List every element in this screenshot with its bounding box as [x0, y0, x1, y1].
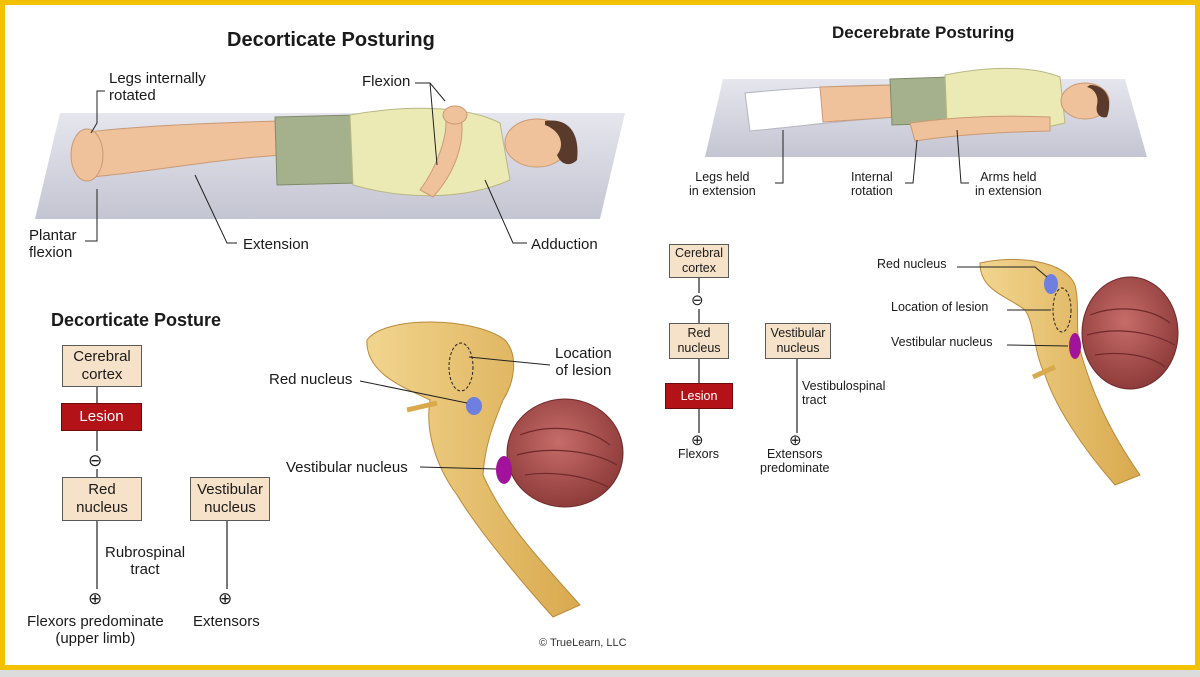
decerebrate-posturing-title: Decerebrate Posturing	[832, 23, 1015, 42]
decorticate-vestibular-nucleus-box: Vestibular nucleus	[190, 477, 270, 521]
decorticate-extensor-excite-symbol: ⊕	[218, 589, 233, 608]
decerebrate-red-nucleus-text: Red nucleus	[677, 326, 721, 355]
decerebrate-location-of-lesion-label: Location of lesion	[891, 300, 989, 314]
vestibulospinal-tract-label: Vestibulospinal tract	[802, 379, 886, 408]
extensors-predominate-label: Extensors predominate	[760, 447, 830, 476]
decorticate-flexor-excite-symbol: ⊕	[88, 589, 103, 608]
decorticate-inhibit-symbol: ⊖	[88, 451, 103, 470]
decorticate-red-nucleus-text: Red nucleus	[76, 481, 128, 516]
decorticate-cerebellum	[506, 398, 624, 508]
extension-label: Extension	[243, 236, 309, 253]
flexion-label: Flexion	[362, 73, 411, 90]
decerebrate-hair	[1087, 85, 1110, 118]
decerebrate-lesion-outline	[1052, 287, 1072, 333]
decerebrate-cerebral-cortex-box: Cerebral cortex	[669, 244, 729, 278]
decerebrate-extended-arm	[909, 115, 1051, 142]
decorticate-red-nucleus-marker	[466, 397, 482, 415]
decorticate-flow-lines	[96, 387, 228, 589]
decorticate-feet	[70, 128, 104, 182]
decorticate-hands	[442, 105, 468, 125]
decorticate-flexed-arm	[419, 112, 463, 198]
decorticate-location-of-lesion-label: Location of lesion	[555, 345, 612, 380]
decerebrate-red-nucleus-box: Red nucleus	[669, 323, 729, 359]
plantar-flexion-label: Plantar flexion	[29, 227, 77, 262]
legs-internally-rotated-label: Legs internally rotated	[109, 70, 206, 105]
decorticate-patient-illustration	[35, 105, 625, 219]
decorticate-shirt	[349, 107, 511, 197]
internal-rotation-label: Internal rotation	[851, 170, 893, 199]
adduction-label: Adduction	[531, 236, 598, 253]
decorticate-hair	[545, 120, 578, 165]
decerebrate-cerebral-cortex-text: Cerebral cortex	[675, 246, 723, 275]
decorticate-vestibular-nucleus-marker	[496, 456, 512, 484]
decerebrate-brainstem	[979, 258, 1141, 486]
decorticate-red-nucleus-box: Red nucleus	[62, 477, 142, 521]
decerebrate-vestibular-nucleus-marker	[1069, 333, 1081, 359]
copyright-text: © TrueLearn, LLC	[539, 637, 627, 649]
decerebrate-vestibular-nucleus-label: Vestibular nucleus	[891, 335, 993, 349]
decerebrate-red-nucleus-marker	[1044, 274, 1058, 294]
decorticate-brainstem-illustration	[366, 321, 624, 618]
decorticate-posturing-title: Decorticate Posturing	[227, 29, 435, 51]
decerebrate-brainstem-leader-lines	[957, 266, 1069, 347]
decerebrate-flexors-label: Flexors	[678, 447, 719, 461]
extensors-label: Extensors	[193, 613, 260, 630]
illustration-canvas	[35, 67, 1179, 618]
decorticate-leader-lines	[85, 82, 527, 244]
decerebrate-vestibular-nucleus-box: Vestibular nucleus	[765, 323, 831, 359]
arms-held-in-extension-label: Arms held in extension	[975, 170, 1042, 199]
rubrospinal-tract-label: Rubrospinal tract	[105, 544, 186, 579]
decerebrate-extensor-excite-symbol: ⊕	[789, 432, 802, 449]
decorticate-vestibular-nucleus-label: Vestibular nucleus	[286, 459, 408, 476]
decorticate-shorts	[274, 114, 358, 186]
decorticate-cerebral-cortex-text: Cerebral cortex	[73, 348, 131, 383]
decerebrate-inhibit-symbol: ⊖	[691, 292, 704, 309]
decorticate-vestibular-nucleus-text: Vestibular nucleus	[197, 481, 263, 516]
decorticate-cerebral-cortex-box: Cerebral cortex	[62, 345, 142, 387]
decerebrate-shorts	[889, 76, 953, 126]
decorticate-brainstem-leader-lines	[359, 356, 551, 470]
decerebrate-patient-illustration	[705, 67, 1147, 157]
decerebrate-vestibular-nucleus-text: Vestibular nucleus	[770, 326, 826, 355]
decorticate-brainstem	[366, 321, 581, 618]
decorticate-lesion-text: Lesion	[79, 408, 124, 425]
decerebrate-flow-lines	[698, 278, 798, 433]
decerebrate-leader-lines	[775, 129, 969, 184]
decerebrate-lesion-box: Lesion	[665, 383, 733, 409]
decorticate-posture-title: Decorticate Posture	[51, 310, 222, 330]
decerebrate-brainstem-illustration	[979, 258, 1179, 486]
decerebrate-red-nucleus-label: Red nucleus	[877, 257, 947, 271]
decorticate-red-nucleus-label: Red nucleus	[269, 371, 353, 388]
decorticate-cranial-nerve	[406, 400, 438, 413]
decerebrate-legs	[819, 84, 898, 123]
decorticate-lesion-box: Lesion	[61, 403, 142, 431]
decerebrate-flexor-excite-symbol: ⊕	[691, 432, 704, 449]
decerebrate-cranial-nerve	[1031, 364, 1057, 380]
decorticate-lesion-outline	[448, 342, 474, 392]
flexors-predominate-label: Flexors predominate (upper limb)	[27, 613, 164, 648]
decerebrate-lesion-text: Lesion	[680, 388, 718, 403]
legs-held-in-extension-label: Legs held in extension	[689, 170, 756, 199]
